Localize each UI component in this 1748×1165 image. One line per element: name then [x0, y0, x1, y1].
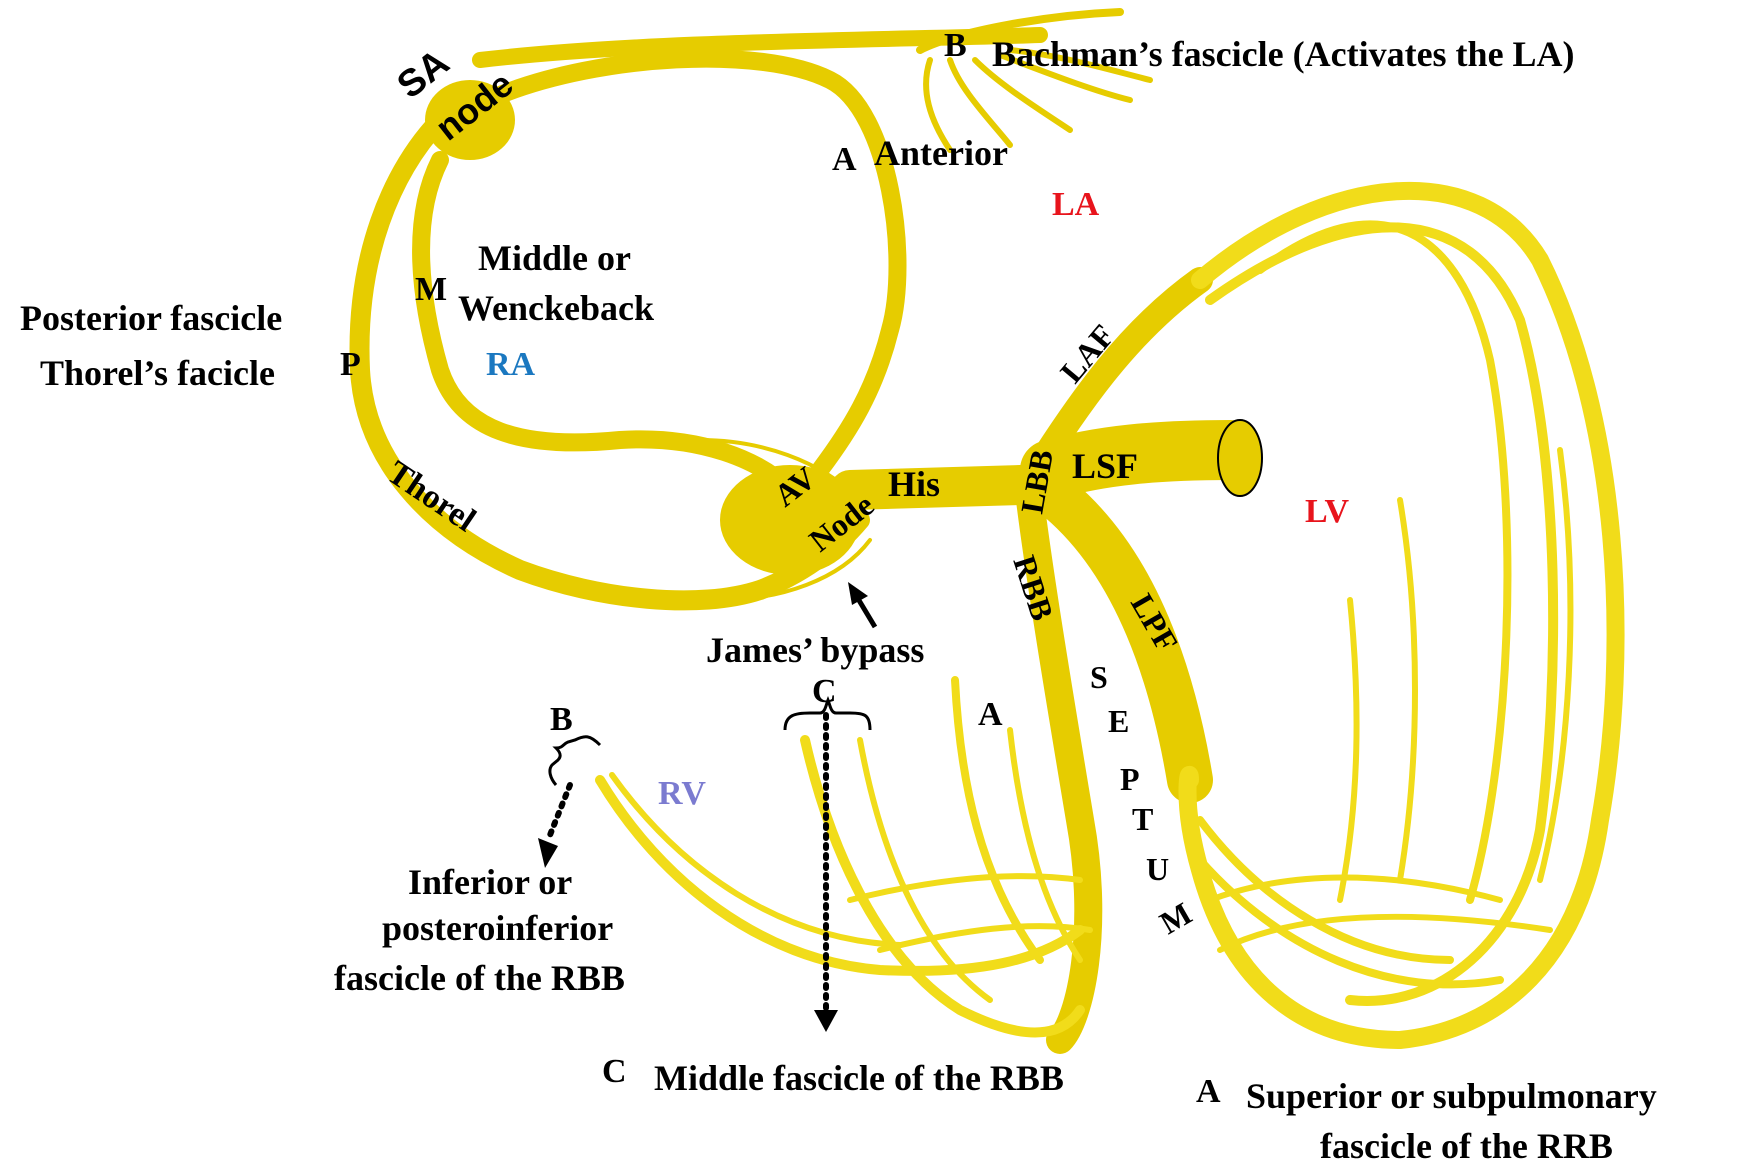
posterior-letter: P — [340, 346, 361, 383]
septum-letter-s: S — [1090, 659, 1108, 695]
posterior-label-2: Thorel’s facicle — [40, 353, 275, 393]
b-bracket-letter: B — [550, 701, 573, 738]
inferior-label-2: posteroinferior — [382, 908, 613, 948]
his-label: His — [888, 464, 940, 504]
lsf-label: LSF — [1072, 446, 1138, 486]
superior-label-1: Superior or subpulmonary — [1246, 1076, 1657, 1116]
bachman-letter: B — [944, 27, 967, 64]
bachman-label: Bachman’s fascicle (Activates the LA) — [992, 34, 1575, 74]
b-bracket — [550, 737, 600, 785]
lsf-cut-end — [1218, 420, 1262, 496]
lv-label: LV — [1305, 493, 1350, 530]
b-dotted-arrow — [548, 785, 570, 840]
james-arrow — [857, 597, 875, 627]
rv-label: RV — [658, 775, 706, 812]
ra-label: RA — [486, 346, 536, 383]
septum-letter-m: M — [1154, 895, 1198, 941]
inferior-label-3: fascicle of the RBB — [334, 958, 625, 998]
c-bracket-letter: C — [812, 673, 837, 710]
anterior-letter: A — [832, 141, 857, 178]
septum-letter-p: P — [1120, 761, 1140, 797]
rv-middle-fascicle — [805, 740, 1080, 1033]
posterior-label-1: Posterior fascicle — [20, 298, 282, 338]
middle-rbb-label: Middle fascicle of the RBB — [654, 1058, 1064, 1098]
septum-letter-u: U — [1146, 851, 1169, 887]
middle-letter: M — [415, 271, 447, 308]
superior-label-2: fascicle of the RRB — [1320, 1126, 1613, 1165]
james-label: James’ bypass — [706, 630, 924, 670]
anterior-label: Anterior — [874, 133, 1008, 173]
middle-label-1: Middle or — [478, 238, 631, 278]
middle-label-2: Wenckeback — [458, 288, 654, 328]
a-rv-letter: A — [978, 696, 1003, 733]
septum-letter-t: T — [1132, 801, 1153, 837]
middle-rbb-letter: C — [602, 1053, 627, 1090]
la-label: LA — [1052, 186, 1100, 223]
superior-letter: A — [1196, 1073, 1221, 1110]
septum-letter-e: E — [1108, 703, 1129, 739]
inferior-label-1: Inferior or — [408, 862, 572, 902]
